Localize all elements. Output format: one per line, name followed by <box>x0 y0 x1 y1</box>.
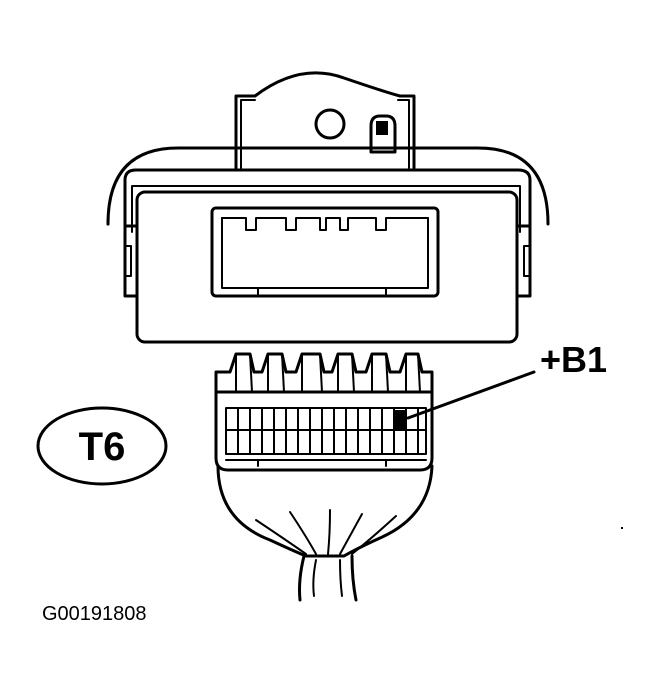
component-housing <box>106 71 550 344</box>
slot-detail <box>376 121 388 135</box>
figure-code: G00191808 <box>42 603 147 625</box>
terminal-b1 <box>394 410 406 430</box>
receptacle-socket <box>210 206 440 298</box>
housing-outer <box>106 146 550 226</box>
mounting-hole <box>314 108 346 140</box>
left-latch <box>123 224 139 298</box>
cable-bundle <box>298 554 358 602</box>
harness-connector <box>214 352 434 602</box>
pin-label: +B1 <box>540 339 607 380</box>
connector-callout: T6 <box>36 406 168 486</box>
connector-body <box>214 390 434 472</box>
connector-label: T6 <box>79 425 126 469</box>
print-speck <box>621 527 623 529</box>
callout-oval <box>36 406 168 486</box>
mounting-bracket <box>234 71 416 170</box>
wire-harness-boot <box>216 464 434 558</box>
right-latch <box>515 224 532 298</box>
pin-cavity-grid <box>225 407 427 467</box>
pin-leader-line <box>406 370 536 420</box>
housing-shell <box>123 168 532 234</box>
connector-latch-teeth <box>214 352 434 394</box>
locating-slot <box>369 114 397 154</box>
housing-face <box>135 190 519 344</box>
